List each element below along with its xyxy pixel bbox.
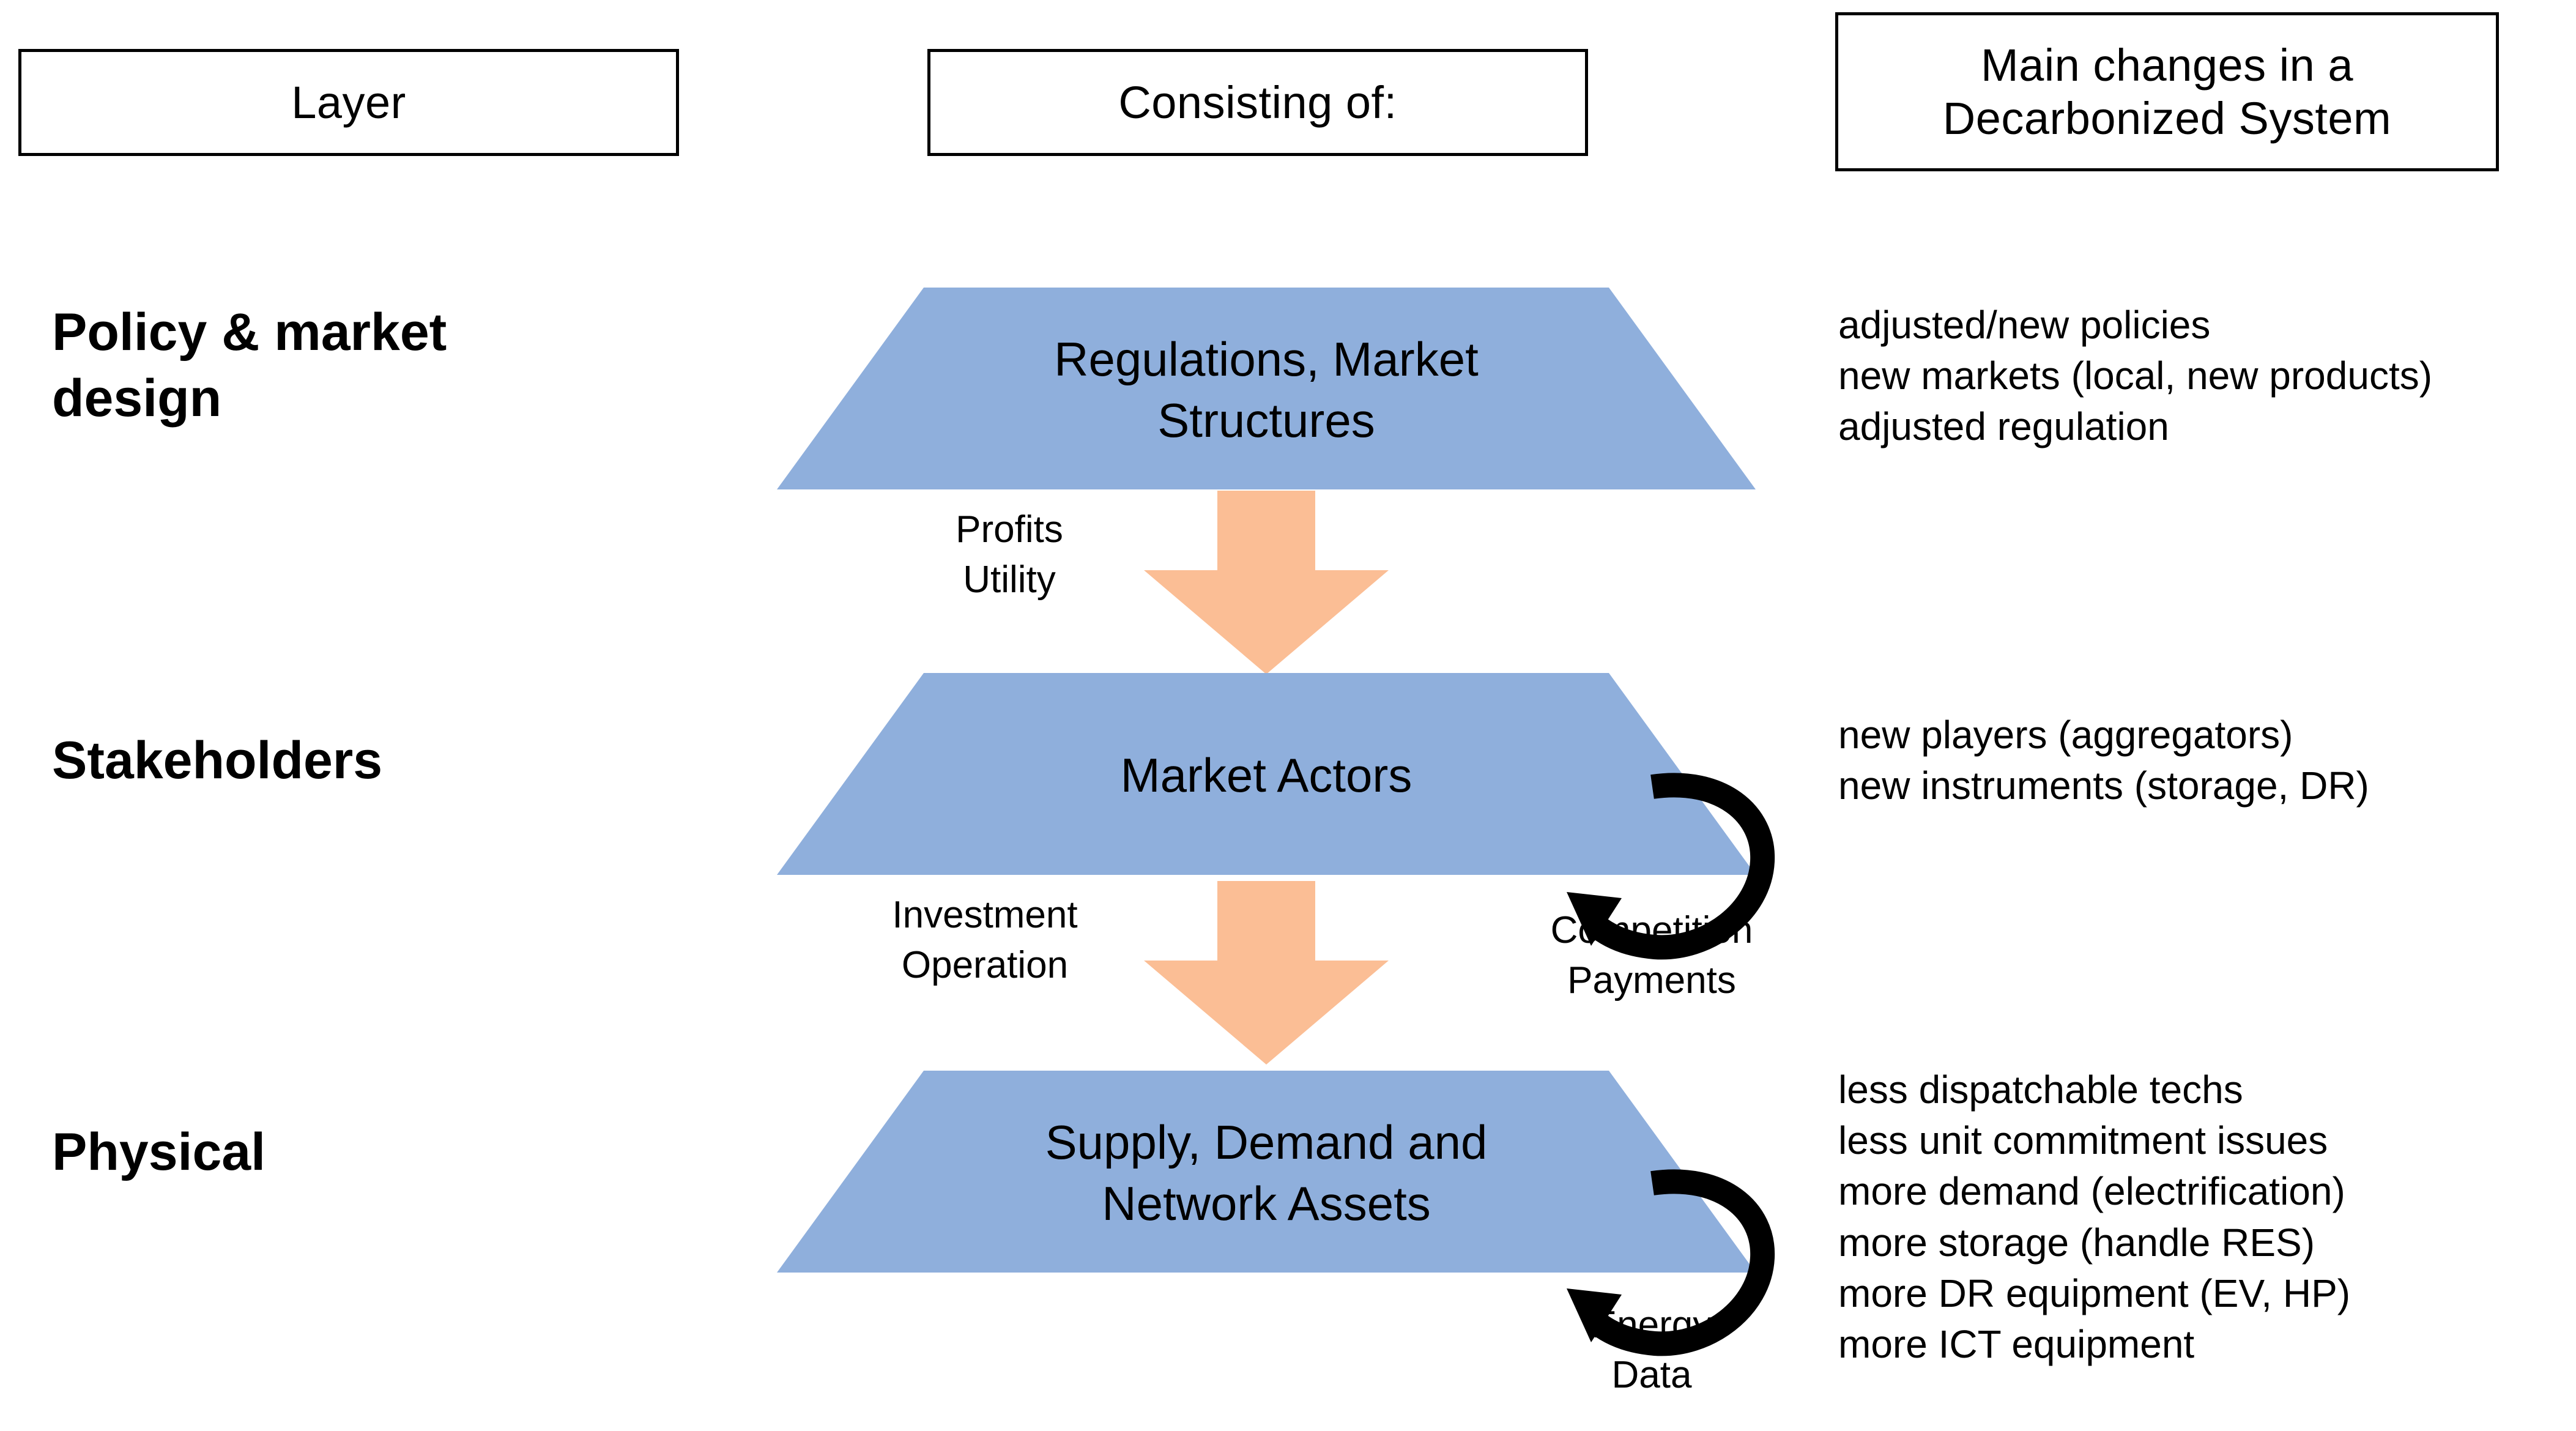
header-consisting-label: Consisting of: <box>1118 76 1397 128</box>
change-item: less unit commitment issues <box>1838 1118 2328 1163</box>
change-item: new instruments (storage, DR) <box>1838 764 2369 808</box>
header-box-layer: Layer <box>18 49 679 156</box>
layer-label-physical: Physical <box>52 1123 265 1181</box>
change-item: less dispatchable techs <box>1838 1068 2243 1112</box>
header-layer-label: Layer <box>291 76 406 128</box>
change-item: more ICT equipment <box>1838 1321 2195 1366</box>
flow-label-profits-utility: Profits Utility <box>956 508 1063 601</box>
trapezoid-policy-market: Regulations, Market Structures <box>777 288 1756 489</box>
down-arrow-icon <box>1144 491 1389 674</box>
change-item: adjusted/new policies <box>1838 303 2211 347</box>
trapezoid-shape-icon <box>777 1071 1756 1273</box>
down-arrow-icon <box>1144 881 1389 1065</box>
circular-loop-arrow-icon <box>1567 773 1775 960</box>
change-item: new players (aggregators) <box>1838 713 2293 757</box>
layer-label-stakeholders: Stakeholders <box>52 731 383 790</box>
changes-list-physical: less dispatchable techs less unit commit… <box>1838 1065 2572 1370</box>
change-item: more DR equipment (EV, HP) <box>1838 1271 2351 1315</box>
change-item: new markets (local, new products) <box>1838 354 2433 398</box>
change-item: more storage (handle RES) <box>1838 1220 2315 1265</box>
trapezoid-label-supply-demand: Supply, Demand and Network Assets <box>1045 1115 1488 1230</box>
down-arrow-investment-operation <box>1144 881 1389 1065</box>
down-arrow-profits-utility <box>1144 491 1389 674</box>
circular-loop-arrow-icon <box>1567 1169 1775 1356</box>
loop-arrow-energy-data <box>1563 1169 1783 1364</box>
changes-list-policy-market: adjusted/new policies new markets (local… <box>1838 300 2572 453</box>
layer-label-policy-market-design: Policy & market design <box>52 303 447 428</box>
trapezoid-label-regulations: Regulations, Market Structures <box>1054 332 1479 447</box>
header-box-main-changes: Main changes in a Decarbonized System <box>1835 12 2499 171</box>
loop-label-energy-data: Energy Data <box>1591 1304 1712 1396</box>
flow-label-investment-operation: Investment Operation <box>892 894 1078 986</box>
change-item: more demand (electrification) <box>1838 1169 2345 1214</box>
loop-arrow-competition-payments <box>1563 772 1783 968</box>
trapezoid-stakeholders: Market Actors <box>777 673 1756 875</box>
header-box-consisting-of: Consisting of: <box>927 49 1588 156</box>
trapezoid-physical: Supply, Demand and Network Assets <box>777 1071 1756 1273</box>
trapezoid-shape-icon <box>777 288 1756 489</box>
trapezoid-label-market-actors: Market Actors <box>1120 748 1412 802</box>
loop-label-competition-payments: Competition Payments <box>1550 909 1753 1002</box>
trapezoid-shape-icon <box>777 673 1756 875</box>
header-changes-line1: Main changes in a <box>1980 39 2354 91</box>
change-item: adjusted regulation <box>1838 404 2169 449</box>
header-changes-line2: Decarbonized System <box>1942 93 2392 144</box>
changes-list-stakeholders: new players (aggregators) new instrument… <box>1838 710 2572 811</box>
